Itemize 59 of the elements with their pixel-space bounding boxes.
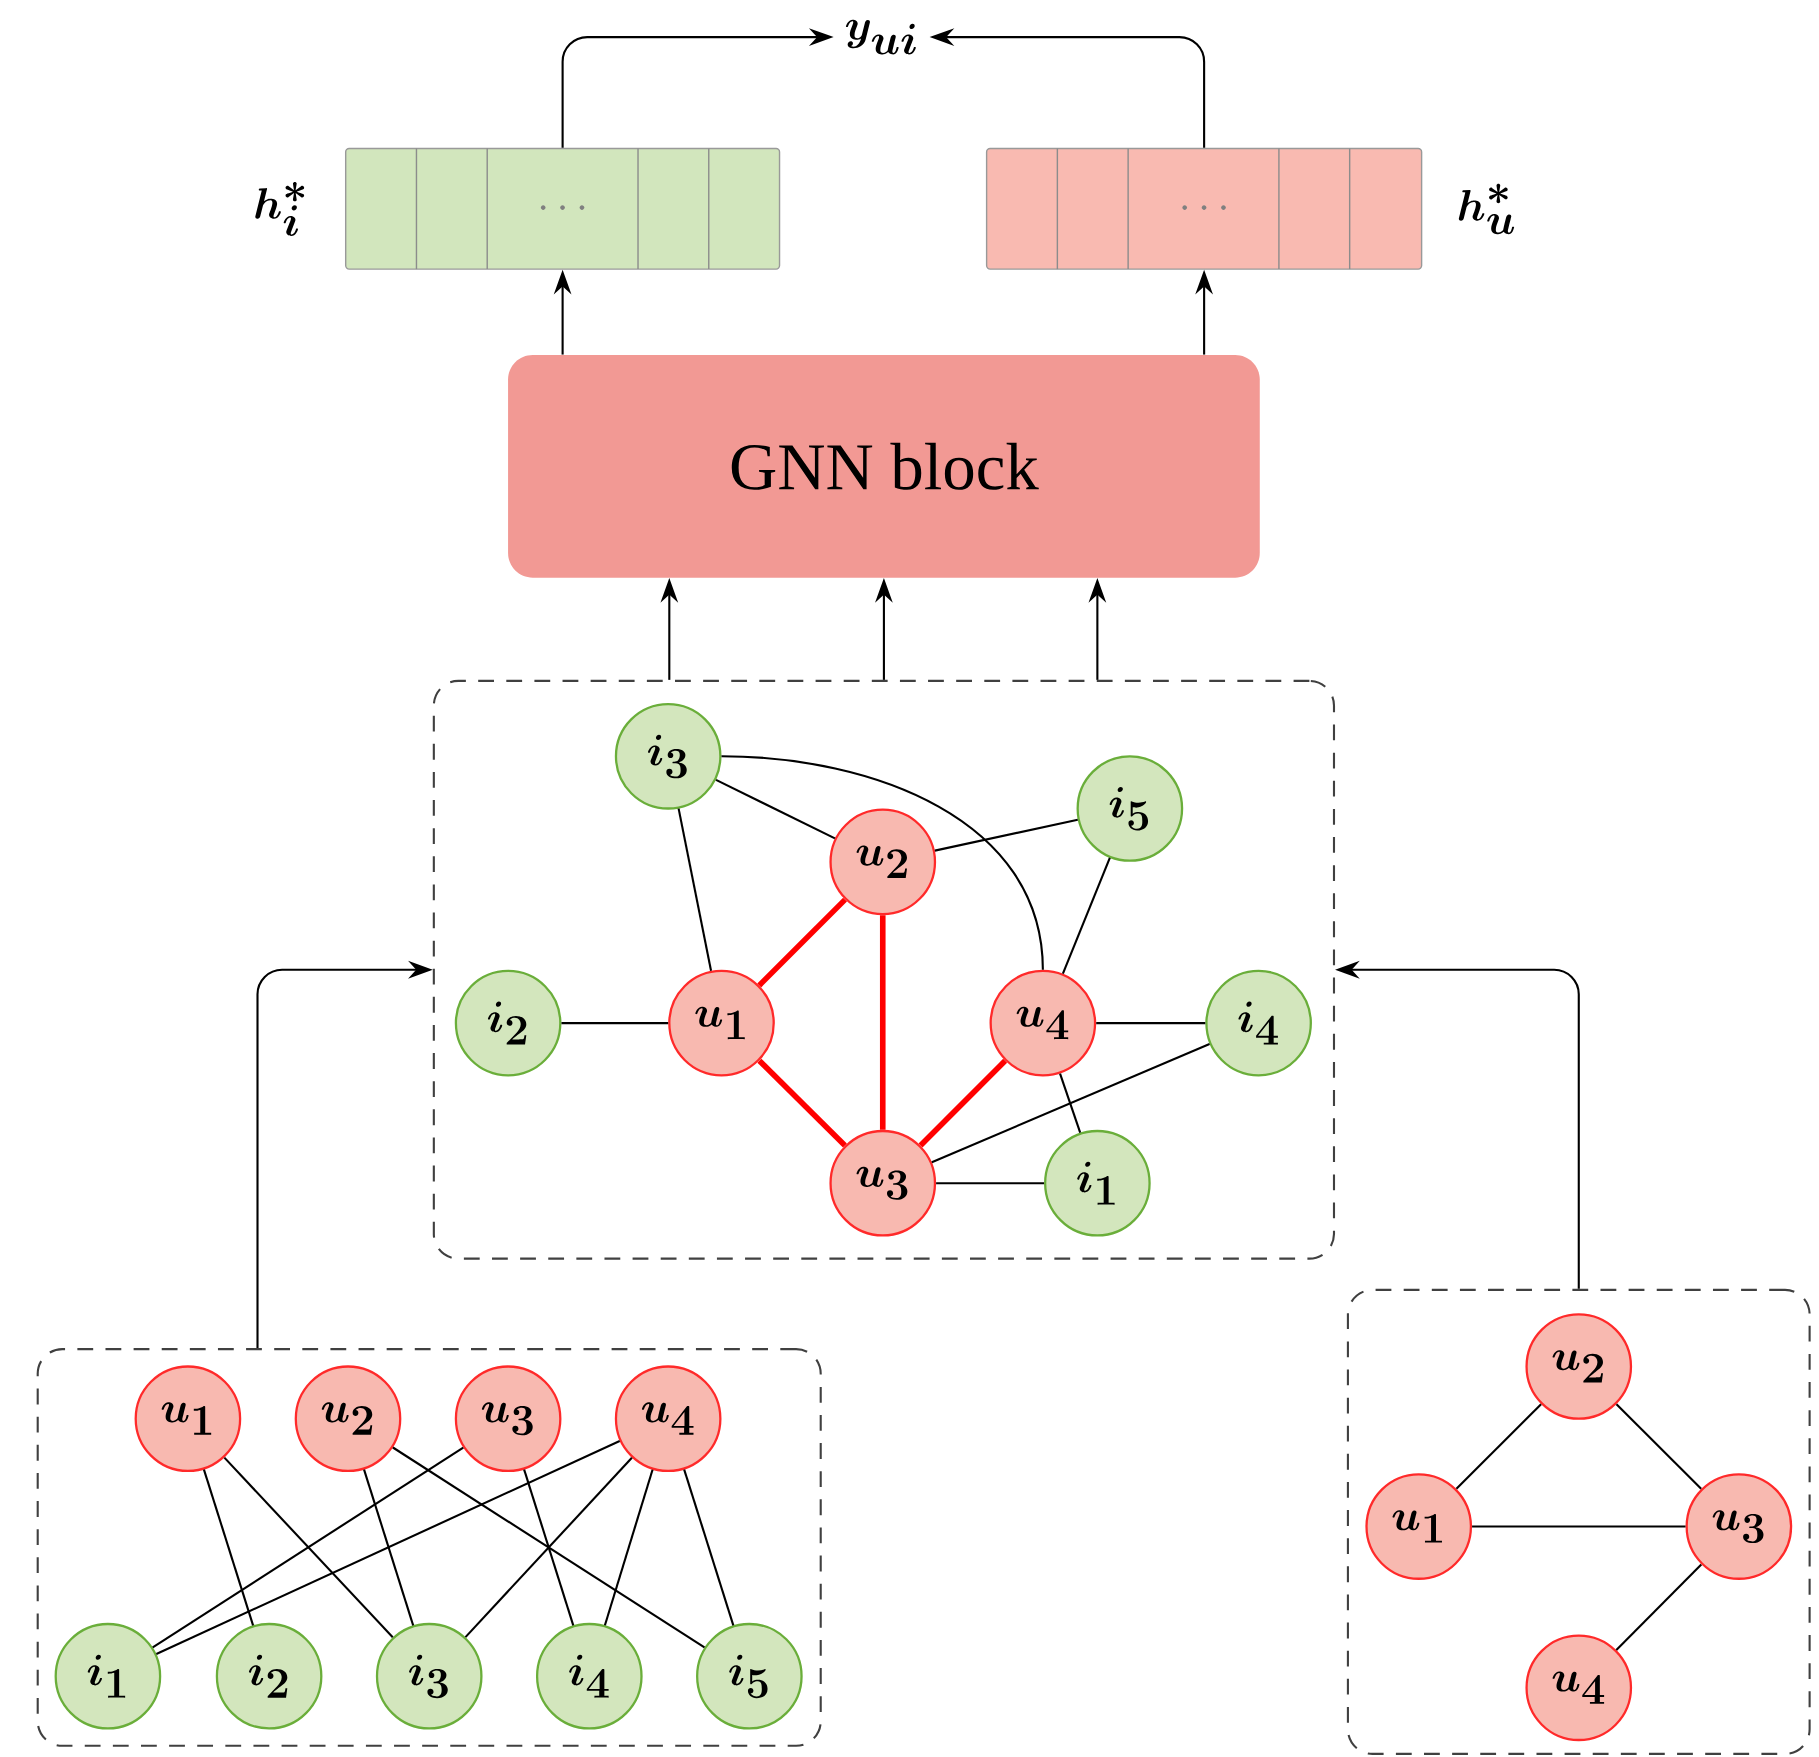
graph-node: $u_1$ (1365, 1473, 1473, 1580)
graph-edge (603, 1469, 654, 1626)
graph-node: $i_4$ (1205, 969, 1312, 1077)
graph-node: $i_5$ (696, 1622, 803, 1730)
graph-node: $i_2$ (454, 969, 562, 1077)
graph-node: $u_2$ (829, 808, 937, 916)
graph-node: $u_1$ (668, 969, 775, 1077)
graph-edge (464, 1457, 633, 1638)
graph-node: $i_1$ (54, 1622, 162, 1730)
graph-edge (392, 1446, 706, 1649)
graph-edge (879, 915, 886, 1130)
dashed-frame (432, 679, 1336, 1260)
graph-edge (934, 818, 1078, 852)
graph-edge (1061, 857, 1111, 975)
graph-node: $u_3$ (829, 1129, 937, 1237)
graph-edge (561, 1022, 669, 1025)
graph-edge (1455, 1403, 1542, 1490)
graph-node: $u_4$ (614, 1365, 722, 1473)
graph-edge (931, 1043, 1210, 1164)
graph-node: $i_1$ (1044, 1129, 1151, 1237)
graph-edge (721, 755, 1044, 970)
graph-edge (155, 1440, 621, 1655)
graph-node: $u_3$ (1685, 1473, 1793, 1580)
graph-node: $i_4$ (535, 1622, 643, 1730)
graph-edge (1059, 1073, 1082, 1134)
dashed-frame (36, 1348, 822, 1747)
graph-node: $u_2$ (1525, 1313, 1633, 1420)
graph-edge (152, 1446, 464, 1649)
graph-node: $i_3$ (375, 1622, 483, 1730)
graph-node: $u_1$ (134, 1365, 242, 1473)
embedding-vector: $\cdots$ (985, 147, 1423, 270)
graph-edge (757, 1058, 847, 1148)
graph-edge (715, 778, 836, 840)
graph-node: $u_4$ (989, 969, 1097, 1077)
graph-edge (936, 1182, 1045, 1185)
graph-edge (1472, 1525, 1686, 1528)
graph-edge (757, 897, 848, 988)
graph-node: $i_3$ (614, 702, 722, 810)
embedding-vector: $\cdots$ (345, 147, 781, 270)
graph-edge (918, 1058, 1008, 1148)
graph-edge (202, 1469, 255, 1626)
dashed-frame (1346, 1288, 1811, 1755)
vector-label: $h_i^*$ (255, 181, 305, 237)
vector-label: $h_u^*$ (1458, 183, 1515, 235)
graph-node: $i_5$ (1076, 755, 1184, 862)
output-score: $y_{ui}$ (845, 19, 916, 55)
graph-edge (523, 1469, 575, 1626)
graph-node: $u_4$ (1525, 1634, 1633, 1742)
graph-edge (363, 1469, 415, 1626)
graph-edge (1096, 1022, 1206, 1025)
graph-edge (677, 808, 713, 971)
graph-edge (1615, 1563, 1703, 1651)
graph-edge (1615, 1403, 1702, 1490)
graph-node: $i_2$ (215, 1622, 323, 1730)
gnn-block: GNN block (508, 354, 1260, 578)
graph-edge (223, 1456, 394, 1638)
graph-edge (683, 1469, 735, 1626)
graph-node: $u_2$ (294, 1365, 402, 1473)
graph-node: $u_3$ (454, 1365, 562, 1473)
